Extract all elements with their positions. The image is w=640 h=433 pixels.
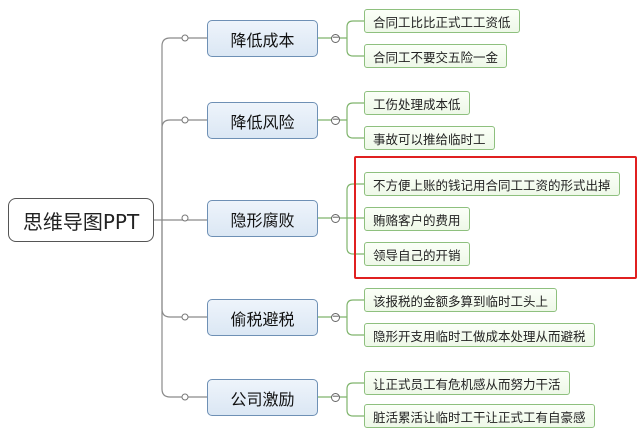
leaf-label: 贿赂客户的费用: [373, 212, 461, 228]
branch-label: 降低风险: [230, 112, 295, 132]
leaf-node[interactable]: 事故可以推给临时工: [364, 126, 495, 150]
collapse-toggle-icon[interactable]: −: [331, 33, 340, 43]
leaf-label: 领导自己的开销: [373, 247, 461, 263]
leaf-node[interactable]: 工伤处理成本低: [364, 91, 470, 115]
branch-node-tax-avoidance[interactable]: 偷税避税: [207, 299, 318, 336]
leaf-node[interactable]: 领导自己的开销: [364, 242, 470, 266]
leaf-node[interactable]: 合同工比比正式工工资低: [364, 9, 520, 33]
leaf-label: 合同工不要交五险一金: [373, 49, 499, 65]
leaf-label: 脏活累活让临时工干让正式工有自豪感: [373, 409, 586, 425]
leaf-node[interactable]: 该报税的金额多算到临时工头上: [364, 288, 558, 312]
branch-label: 降低成本: [230, 30, 295, 50]
leaf-node[interactable]: 合同工不要交五险一金: [364, 44, 508, 68]
branch-label: 偷税避税: [230, 309, 295, 329]
leaf-label: 合同工比比正式工工资低: [373, 14, 511, 30]
leaf-label: 隐形开支用临时工做成本处理从而避税: [373, 328, 586, 344]
highlight-box: [354, 156, 637, 279]
branch-label: 隐形腐败: [230, 210, 295, 230]
leaf-node[interactable]: 隐形开支用临时工做成本处理从而避税: [364, 323, 595, 347]
branch-label: 公司激励: [230, 389, 295, 409]
leaf-label: 该报税的金额多算到临时工头上: [373, 293, 549, 309]
branch-node-hidden-corruption[interactable]: 隐形腐败: [207, 200, 318, 237]
root-node[interactable]: 思维导图PPT: [8, 198, 154, 242]
branch-node-reduce-cost[interactable]: 降低成本: [207, 20, 318, 57]
collapse-toggle-icon[interactable]: −: [331, 312, 340, 322]
collapse-toggle-icon[interactable]: −: [331, 213, 340, 223]
collapse-toggle-icon[interactable]: −: [331, 115, 340, 125]
leaf-label: 让正式员工有危机感从而努力干活: [373, 376, 561, 392]
leaf-node[interactable]: 让正式员工有危机感从而努力干活: [364, 371, 570, 395]
leaf-node[interactable]: 不方便上账的钱记用合同工工资的形式出掉: [364, 172, 620, 196]
branch-node-reduce-risk[interactable]: 降低风险: [207, 102, 318, 139]
leaf-label: 不方便上账的钱记用合同工工资的形式出掉: [373, 177, 611, 193]
leaf-label: 事故可以推给临时工: [373, 131, 486, 147]
collapse-toggle-icon[interactable]: −: [331, 392, 340, 402]
branch-node-company-incentive[interactable]: 公司激励: [207, 379, 318, 416]
root-node-label: 思维导图PPT: [22, 209, 140, 234]
leaf-label: 工伤处理成本低: [373, 96, 461, 112]
leaf-node[interactable]: 脏活累活让临时工干让正式工有自豪感: [364, 404, 595, 428]
leaf-node[interactable]: 贿赂客户的费用: [364, 207, 470, 231]
